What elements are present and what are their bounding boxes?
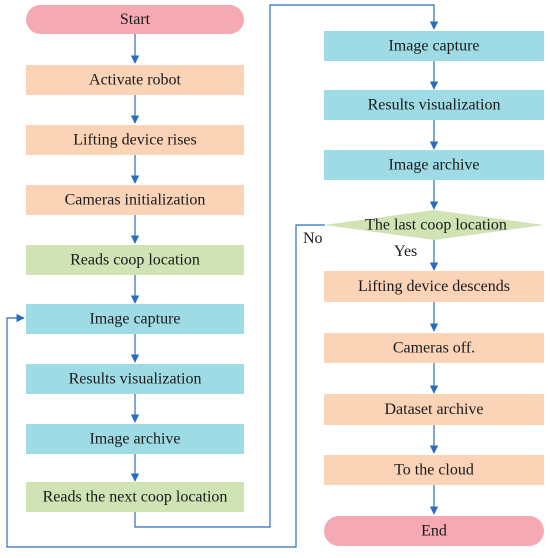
process-shape: [324, 90, 544, 120]
process-shape: [324, 150, 544, 180]
process-shape: [26, 245, 244, 275]
node-to-the-cloud: To the cloud: [324, 455, 544, 485]
node-lifting-device-rises-label: Lifting device rises: [73, 132, 197, 149]
process-shape: [26, 304, 244, 334]
right-column: Image capture Results visualization Imag…: [324, 31, 544, 546]
process-shape: [324, 394, 544, 425]
process-shape: [324, 271, 544, 302]
terminal-shape: [26, 5, 244, 34]
left-column: Start Activate robot Lifting device rise…: [26, 5, 244, 512]
node-image-archive-right: Image archive: [324, 150, 544, 180]
node-end-label: End: [421, 523, 447, 540]
edge-label-no: No: [303, 230, 323, 247]
node-decision-last-coop: The last coop location: [324, 210, 544, 240]
node-image-archive-left: Image archive: [26, 424, 244, 454]
node-end: End: [324, 516, 544, 546]
node-start-label: Start: [120, 11, 151, 28]
node-decision-last-coop-label: The last coop location: [365, 217, 507, 234]
process-shape: [324, 455, 544, 485]
edge-decision-no-loop: [6, 224, 325, 548]
node-results-visualization-right: Results visualization: [324, 90, 544, 120]
decision-shape: [324, 210, 544, 240]
node-lifting-device-descends: Lifting device descends: [324, 271, 544, 302]
node-reads-coop-location-label: Reads coop location: [70, 252, 200, 269]
process-shape: [26, 364, 244, 394]
node-cameras-initialization-label: Cameras initialization: [65, 192, 206, 209]
terminal-shape: [324, 516, 544, 546]
node-cameras-initialization: Cameras initialization: [26, 185, 244, 215]
node-image-capture-right-label: Image capture: [388, 38, 479, 55]
process-shape: [26, 65, 244, 95]
node-image-archive-right-label: Image archive: [388, 157, 479, 174]
edge-label-yes: Yes: [394, 243, 417, 260]
node-lifting-device-descends-label: Lifting device descends: [358, 278, 510, 295]
node-results-visualization-right-label: Results visualization: [368, 97, 501, 114]
node-dataset-archive: Dataset archive: [324, 394, 544, 425]
node-image-capture-left-label: Image capture: [89, 311, 180, 328]
process-shape: [26, 185, 244, 215]
process-shape: [26, 125, 244, 155]
node-reads-coop-location: Reads coop location: [26, 245, 244, 275]
node-activate-robot-label: Activate robot: [89, 72, 182, 89]
node-cameras-off-label: Cameras off.: [393, 340, 475, 357]
node-cameras-off: Cameras off.: [324, 333, 544, 363]
process-shape: [324, 31, 544, 61]
node-results-visualization-left-label: Results visualization: [69, 371, 202, 388]
process-shape: [26, 424, 244, 454]
node-to-the-cloud-label: To the cloud: [394, 462, 474, 479]
node-reads-next-coop-location: Reads the next coop location: [26, 482, 244, 512]
node-activate-robot: Activate robot: [26, 65, 244, 95]
node-lifting-device-rises: Lifting device rises: [26, 125, 244, 155]
node-image-capture-left: Image capture: [26, 304, 244, 334]
edge-next-to-right-capture: [134, 4, 439, 528]
process-shape: [26, 482, 244, 512]
node-reads-next-coop-location-label: Reads the next coop location: [43, 489, 228, 506]
node-results-visualization-left: Results visualization: [26, 364, 244, 394]
process-shape: [324, 333, 544, 363]
edges: [6, 4, 439, 548]
node-image-capture-right: Image capture: [324, 31, 544, 61]
node-dataset-archive-label: Dataset archive: [384, 401, 483, 418]
node-image-archive-left-label: Image archive: [89, 431, 180, 448]
node-start: Start: [26, 5, 244, 34]
